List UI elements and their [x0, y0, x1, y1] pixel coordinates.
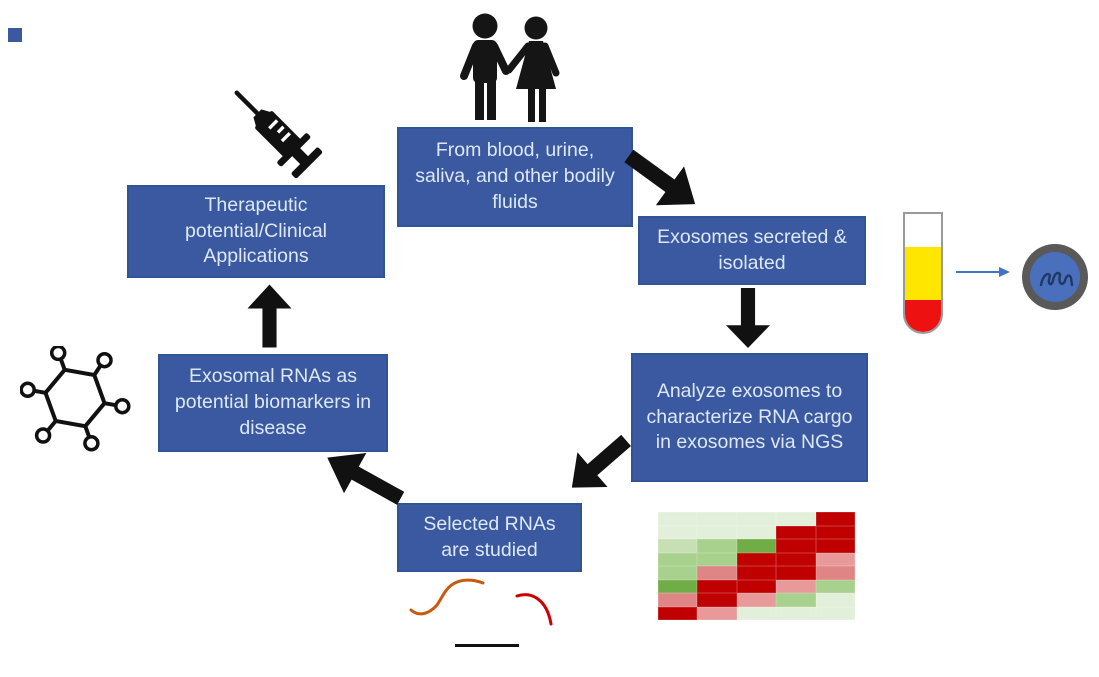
heatmap-cell	[697, 579, 737, 593]
rna-strand-orange-icon	[408, 576, 486, 620]
box-exosomes-isolated: Exosomes secreted & isolated	[638, 216, 866, 285]
heatmap-cell	[736, 512, 777, 526]
heatmap-cell	[776, 539, 816, 553]
heatmap-cell	[776, 606, 816, 620]
heatmap-cell	[815, 512, 855, 526]
heatmap-cell	[776, 525, 816, 539]
heatmap-cell	[736, 593, 777, 607]
heatmap-cell	[658, 579, 698, 593]
heatmap-cell	[815, 566, 855, 580]
arrow-isolated-to-analyze	[726, 288, 770, 348]
arrow-fluids-to-isolated	[615, 136, 710, 223]
tube-layer-top	[905, 214, 941, 248]
scale-bar	[455, 644, 519, 647]
heatmap	[658, 512, 855, 620]
box-analyze-ngs-label: Analyze exosomes to characterize RNA car…	[646, 379, 853, 454]
heatmap-cell	[697, 539, 737, 553]
heatmap-cell	[736, 566, 777, 580]
test-tube-icon	[903, 212, 943, 334]
heatmap-cell	[776, 552, 816, 566]
molecule-icon	[19, 344, 132, 454]
tube-layer-bottom	[905, 300, 941, 332]
heatmap-cell	[815, 579, 855, 593]
heatmap-cell	[815, 606, 855, 620]
arrow-analyze-to-selected	[557, 423, 642, 505]
box-therapeutic-label: Therapeutic potential/Clinical Applicati…	[185, 193, 327, 268]
heatmap-cell	[658, 606, 698, 620]
heatmap-cell	[658, 525, 698, 539]
box-selected-rnas: Selected RNAs are studied	[397, 503, 582, 572]
heatmap-cell	[658, 512, 698, 526]
stray-blue-mark	[8, 28, 22, 42]
tube-layer-middle	[905, 247, 941, 301]
arrow-biomarkers-to-therapeutic	[247, 284, 292, 348]
exosome-vesicle-icon	[1022, 244, 1088, 310]
heatmap-cell	[736, 579, 777, 593]
heatmap-cell	[697, 512, 737, 526]
heatmap-cell	[658, 552, 698, 566]
heatmap-cell	[697, 566, 737, 580]
heatmap-cell	[697, 593, 737, 607]
box-bodily-fluids-label: From blood, urine, saliva, and other bod…	[415, 139, 615, 213]
box-exosomes-isolated-label: Exosomes secreted & isolated	[657, 225, 847, 274]
heatmap-cell	[697, 525, 737, 539]
tube-to-exosome-arrow-icon	[956, 265, 1010, 279]
heatmap-cell	[815, 593, 855, 607]
box-analyze-ngs: Analyze exosomes to characterize RNA car…	[631, 353, 868, 482]
arrow-selected-to-biomarkers	[316, 438, 412, 519]
exosome-body	[1030, 252, 1080, 302]
heatmap-cell	[776, 512, 816, 526]
heatmap-cell	[658, 566, 698, 580]
heatmap-cell	[776, 566, 816, 580]
people-couple-icon	[450, 12, 575, 124]
heatmap-cell	[776, 593, 816, 607]
heatmap-cell	[736, 552, 777, 566]
box-selected-rnas-label: Selected RNAs are studied	[423, 512, 556, 561]
box-biomarkers: Exosomal RNAs as potential biomarkers in…	[158, 354, 388, 452]
heatmap-cell	[736, 539, 777, 553]
heatmap-cell	[815, 539, 855, 553]
heatmap-cell	[658, 593, 698, 607]
heatmap-cell	[736, 606, 777, 620]
heatmap-cell	[815, 552, 855, 566]
box-bodily-fluids: From blood, urine, saliva, and other bod…	[397, 127, 633, 227]
syringe-icon	[218, 74, 330, 179]
box-therapeutic: Therapeutic potential/Clinical Applicati…	[127, 185, 385, 278]
heatmap-cell	[658, 539, 698, 553]
box-biomarkers-label: Exosomal RNAs as potential biomarkers in…	[174, 365, 372, 439]
heatmap-cell	[815, 525, 855, 539]
heatmap-cell	[776, 579, 816, 593]
heatmap-cell	[736, 525, 777, 539]
heatmap-cell	[697, 606, 737, 620]
heatmap-cell	[697, 552, 737, 566]
rna-strand-red-icon	[514, 590, 556, 630]
